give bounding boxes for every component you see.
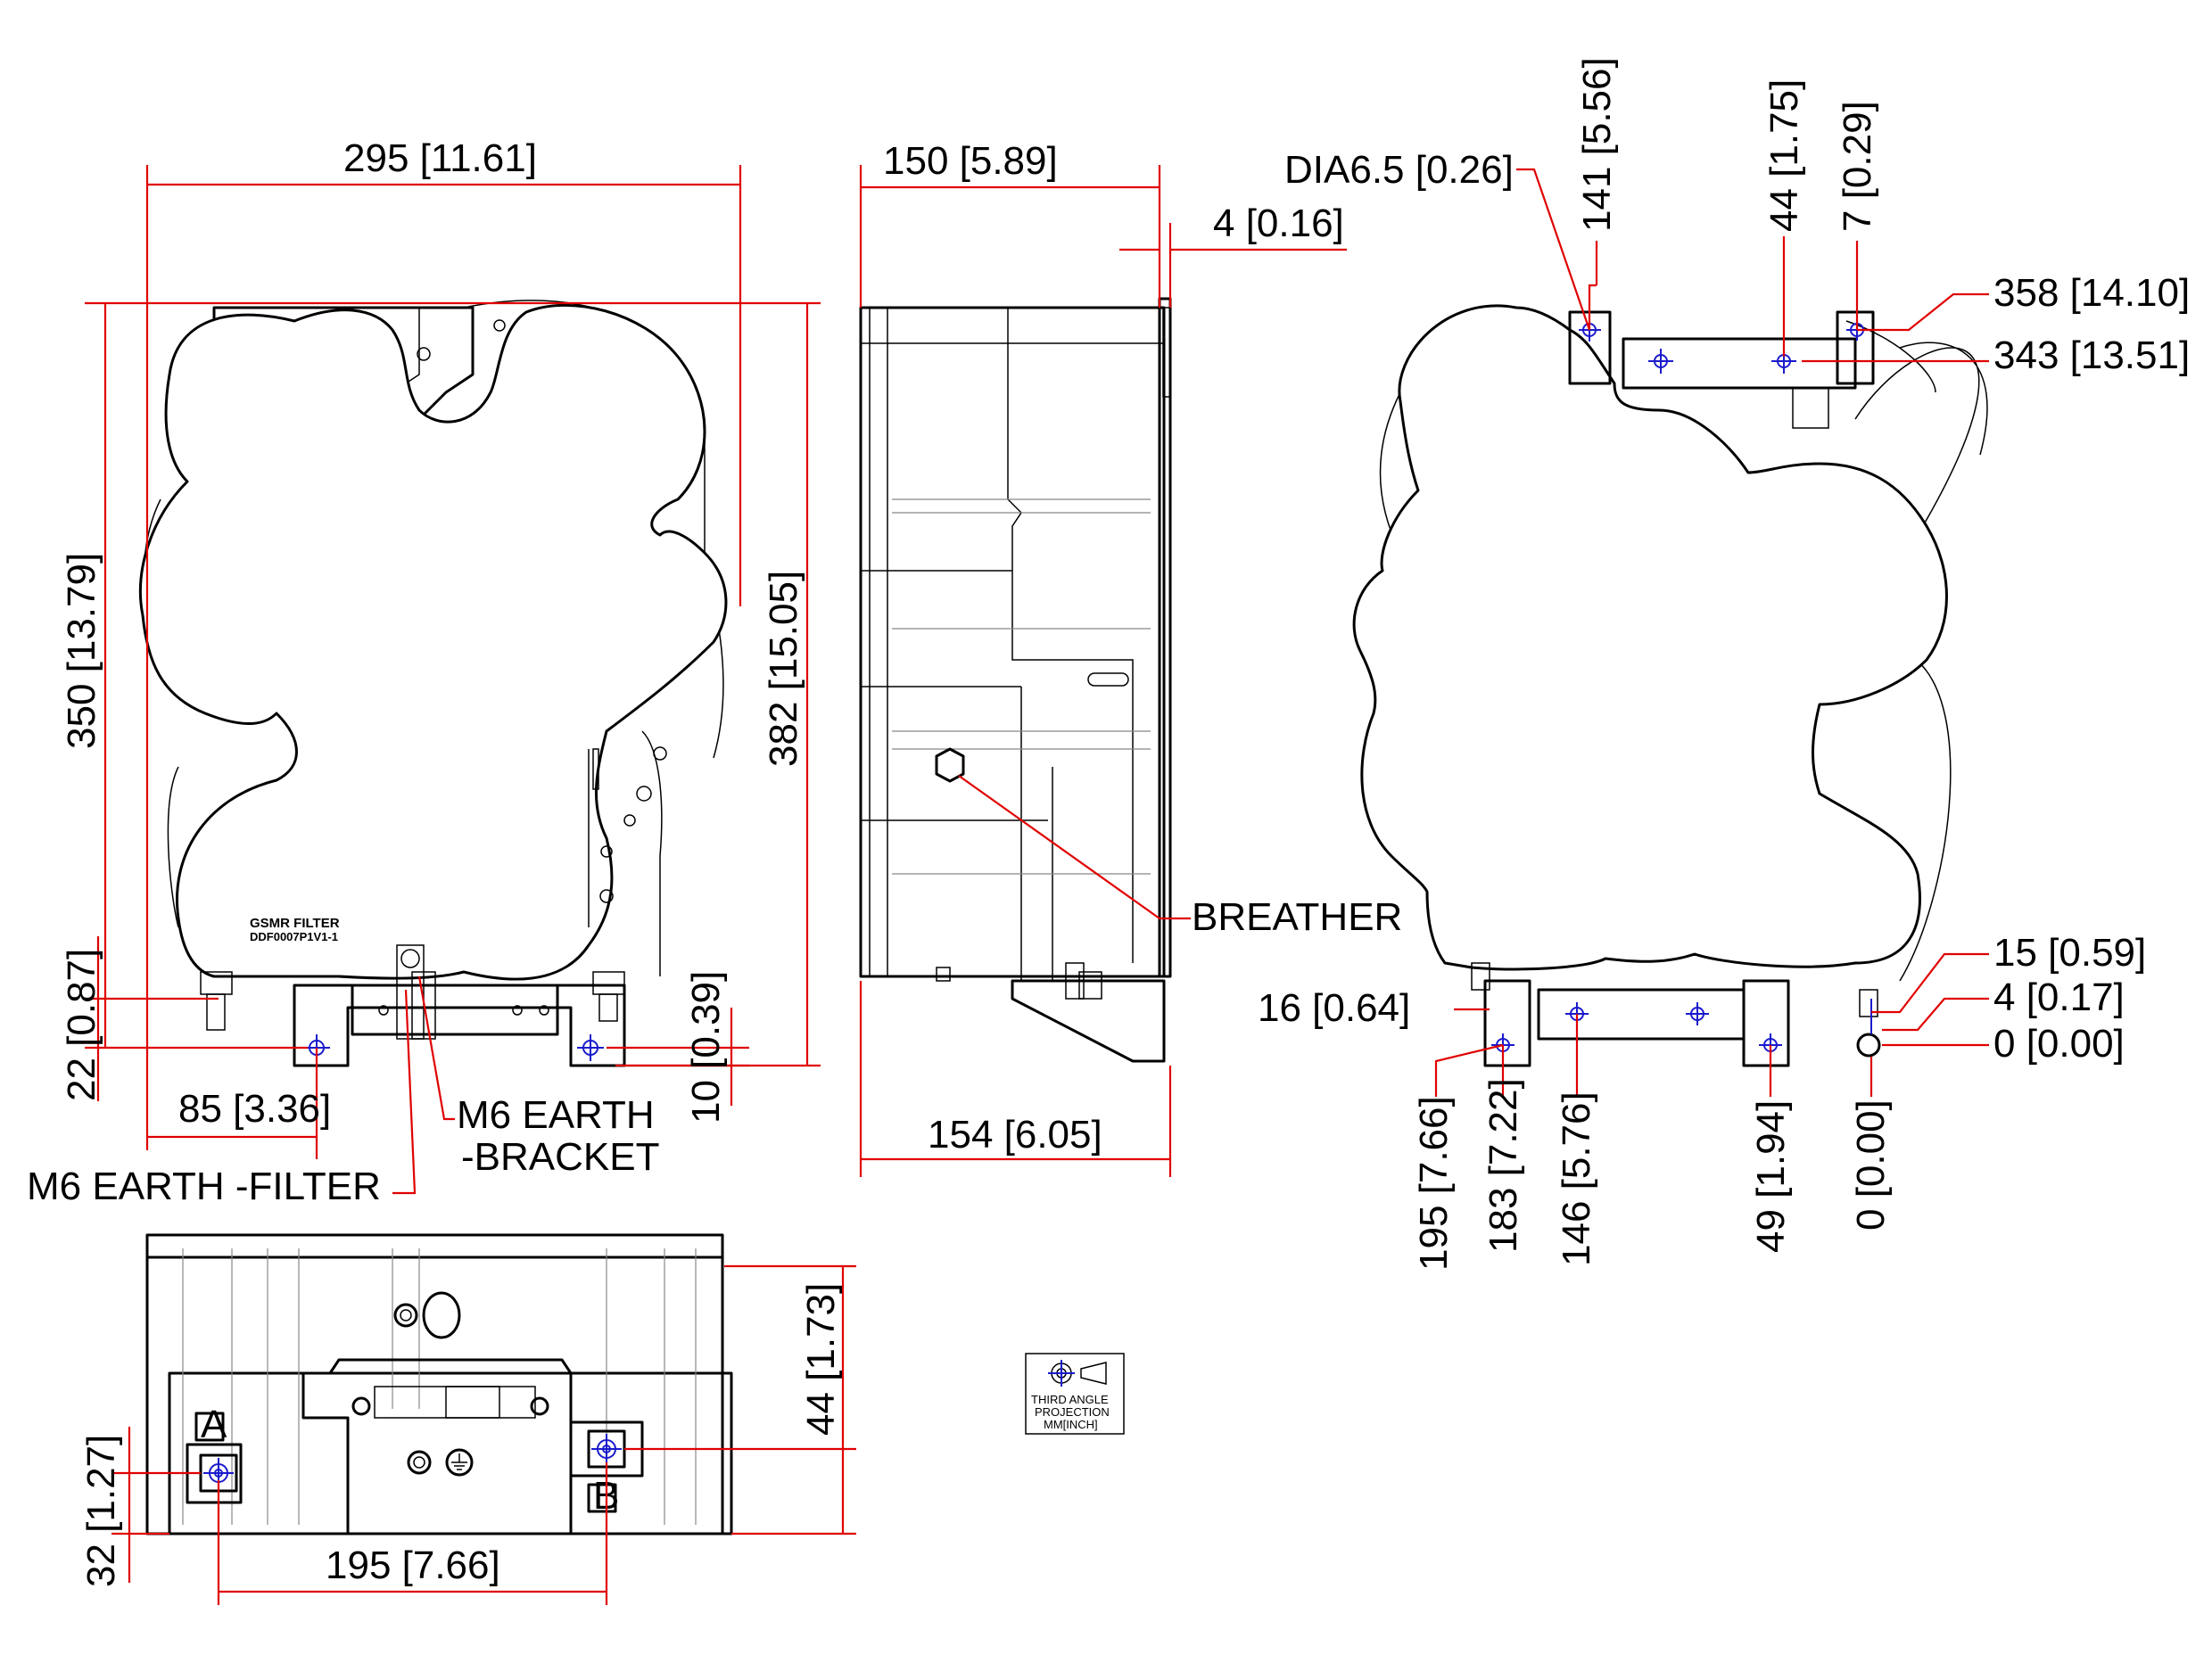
part-number-label: DDF0007P1V1-1 — [250, 930, 338, 943]
back-hole-marker-bottom-3 — [1686, 1002, 1709, 1025]
dim-offset-85: 85 [3.36] — [178, 1087, 331, 1131]
dim-141: 141 [5.56] — [1575, 57, 1619, 232]
back-hole-marker-top-2 — [1648, 349, 1673, 374]
third-angle-projection-symbol: THIRD ANGLE PROJECTION MM[INCH] — [1025, 1353, 1125, 1435]
dim-bracket-22: 22 [0.87] — [60, 949, 103, 1101]
callout-earth-filter: M6 EARTH -FILTER — [27, 1165, 381, 1208]
dim-16: 16 [0.64] — [1258, 986, 1410, 1030]
projection-line2: PROJECTION — [1035, 1405, 1110, 1419]
side-view: 150 [5.89] 4 [0.16] 154 [6.05] BREATHER — [859, 139, 1402, 1177]
dim-x-195: 195 [7.66] — [1412, 1096, 1456, 1271]
breather-hex — [935, 747, 965, 783]
dim-bottom-32: 32 [1.27] — [79, 1435, 123, 1587]
port-a-label: A — [201, 1403, 227, 1446]
dim-depth-150: 150 [5.89] — [883, 139, 1058, 183]
projection-line1: THIRD ANGLE — [1031, 1393, 1109, 1406]
front-view: GSMR FILTER DDF0007P1V1-1 295 [11.61] 35… — [27, 136, 821, 1208]
dim-port-spacing-195: 195 [7.66] — [326, 1544, 500, 1587]
dim-foot-10: 10 [0.39] — [684, 971, 728, 1124]
projection-line3: MM[INCH] — [1044, 1418, 1098, 1431]
dim-height-382: 382 [15.05] — [762, 571, 805, 767]
dim-x-183: 183 [7.22] — [1482, 1078, 1525, 1253]
dim-44: 44 [1.75] — [1762, 79, 1806, 232]
front-hole-marker-right — [577, 1034, 604, 1061]
dim-bottom-44: 44 [1.73] — [799, 1283, 843, 1436]
ground-icon — [445, 1448, 474, 1477]
bottom-view: A B 44 [1.73] 32 [1.27] 195 [7.66] — [79, 1233, 856, 1605]
dim-7: 7 [0.29] — [1836, 101, 1879, 232]
filter-body-front — [139, 303, 728, 981]
back-view: DIA6.5 [0.26] 141 [5.56] 44 [1.75] 7 [0.… — [1258, 57, 2190, 1271]
dim-4: 4 [0.17] — [1993, 976, 2125, 1019]
dim-x-49: 49 [1.94] — [1749, 1100, 1793, 1253]
callout-earth-bracket-1: M6 EARTH — [457, 1093, 655, 1137]
dim-x-0: 0 [0.00] — [1849, 1099, 1893, 1231]
dim-x-146: 146 [5.76] — [1555, 1091, 1598, 1266]
callout-breather: BREATHER — [1192, 895, 1402, 939]
dim-height-350: 350 [13.79] — [60, 553, 103, 749]
dim-0-horizontal: 0 [0.00] — [1993, 1022, 2125, 1066]
filter-label: GSMR FILTER — [250, 916, 340, 931]
dim-15: 15 [0.59] — [1993, 931, 2146, 975]
port-b-connector-icon — [591, 1434, 622, 1464]
dim-depth-154: 154 [6.05] — [928, 1113, 1102, 1157]
dim-width-295: 295 [11.61] — [343, 136, 537, 180]
dim-flange-4: 4 [0.16] — [1213, 202, 1344, 245]
dim-343: 343 [13.51] — [1993, 333, 2190, 377]
dim-358: 358 [14.10] — [1993, 271, 2190, 315]
filter-body-back — [1352, 304, 1948, 971]
dim-hole-dia: DIA6.5 [0.26] — [1284, 148, 1514, 192]
callout-earth-bracket-2: -BRACKET — [461, 1135, 659, 1179]
projection-icon — [1048, 1360, 1107, 1387]
